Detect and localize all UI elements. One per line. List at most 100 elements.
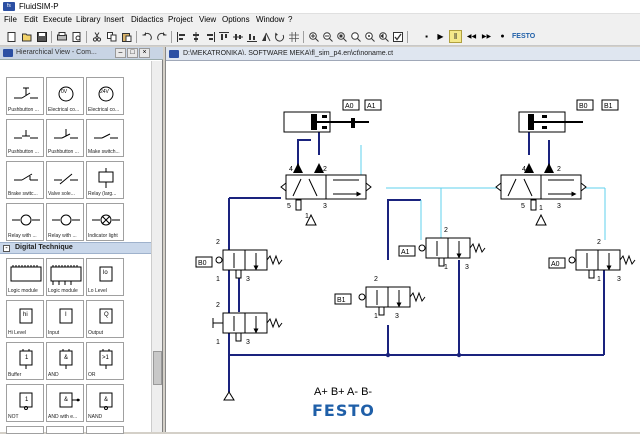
port-2-v1: 2 <box>216 239 220 246</box>
valve-3-2-a0[interactable] <box>568 249 636 279</box>
stop-icon[interactable]: ▪ <box>425 32 428 41</box>
rotate-icon[interactable] <box>273 30 286 43</box>
menu-window[interactable]: Window <box>256 15 285 24</box>
cylinder-a[interactable] <box>283 111 369 133</box>
zoom-100-icon[interactable] <box>363 30 376 43</box>
library-tile-partial[interactable] <box>46 426 84 434</box>
preview-icon[interactable] <box>70 30 83 43</box>
library-tile-relay-with[interactable]: Relay with ... <box>6 203 44 241</box>
zoom-in-icon[interactable] <box>307 30 320 43</box>
zoom-window-icon[interactable] <box>335 30 348 43</box>
library-tile-valve-solenoid[interactable]: Valve sole... <box>46 161 84 199</box>
align-middle-icon[interactable] <box>231 30 244 43</box>
library-tile-not[interactable]: 1 NOT <box>6 384 44 422</box>
library-tile-partial[interactable] <box>6 426 44 434</box>
library-tile-relay[interactable]: Relay (larg... <box>86 161 124 199</box>
menu-library[interactable]: Library <box>76 15 101 24</box>
valve-3-2-a1[interactable] <box>418 237 486 267</box>
valve-3-2-start[interactable] <box>212 312 283 342</box>
minimize-icon[interactable]: – <box>115 48 126 58</box>
menu-file[interactable]: File <box>4 15 17 24</box>
record-icon[interactable]: ● <box>500 33 505 40</box>
library-tile-input[interactable]: I Input <box>46 300 84 338</box>
library-tile-make-switch[interactable]: Make switch... <box>86 119 124 157</box>
port-1-v2: 1 <box>216 339 220 346</box>
circuit-canvas[interactable]: A0 A1 B0 B1 <box>166 61 640 432</box>
align-bottom-icon[interactable] <box>245 30 258 43</box>
align-left-icon[interactable] <box>175 30 188 43</box>
input-a1-box <box>398 245 416 257</box>
redo-icon[interactable] <box>155 30 168 43</box>
menu-project[interactable]: Project <box>168 15 193 24</box>
menu-options[interactable]: Options <box>222 15 250 24</box>
menu-help[interactable]: ? <box>288 15 293 24</box>
save-icon[interactable] <box>35 30 48 43</box>
print-icon[interactable] <box>55 30 68 43</box>
library-tile-nand[interactable]: & NAND <box>86 384 124 422</box>
library-tile-break-switch[interactable]: Brake switc... <box>6 161 44 199</box>
close-icon[interactable]: × <box>139 48 150 58</box>
library-tile-logic-module[interactable]: Logic module <box>6 258 44 296</box>
library-tile-output[interactable]: Q Output <box>86 300 124 338</box>
library-tile-logic-module[interactable]: Logic module <box>46 258 84 296</box>
maximize-icon[interactable]: □ <box>127 48 138 58</box>
grid-icon[interactable] <box>287 30 300 43</box>
switch-symbol-icon <box>94 133 118 139</box>
tile-label: Input <box>48 330 60 336</box>
cut-icon[interactable] <box>90 30 103 43</box>
menu-execute[interactable]: Execute <box>43 15 72 24</box>
library-tile-or[interactable]: >1 OR <box>86 342 124 380</box>
valve-5-2-a[interactable] <box>280 163 372 226</box>
menu-edit[interactable]: Edit <box>24 15 38 24</box>
gate-box-icon <box>59 392 80 408</box>
library-tile-pushbutton[interactable]: Pushbutton ... <box>6 119 44 157</box>
open-icon[interactable] <box>20 30 33 43</box>
library-tile-partial[interactable] <box>86 426 124 434</box>
sequence-text: A+ B+ A- B- <box>314 386 373 398</box>
play-icon[interactable]: ▶ <box>437 32 444 41</box>
library-tile-indicator-light[interactable]: Indicator light <box>86 203 124 241</box>
library-tile-pushbutton[interactable]: Pushbutton ... <box>46 119 84 157</box>
library-tile-lo-level[interactable]: lo Lo Level <box>86 258 124 296</box>
library-tile-and[interactable]: & AND <box>46 342 84 380</box>
pause-icon[interactable]: ‖ <box>449 30 462 43</box>
valve-3-2-b1[interactable] <box>358 286 426 316</box>
align-top-icon[interactable] <box>217 30 230 43</box>
group-digital-technique[interactable]: - Digital Technique <box>0 242 151 254</box>
zoom-fit-icon[interactable] <box>349 30 362 43</box>
library-tile-relay-with[interactable]: Relay with ... <box>46 203 84 241</box>
sensor-b0-box <box>576 99 594 111</box>
line-2-a <box>297 139 311 170</box>
zoom-out-icon[interactable] <box>321 30 334 43</box>
check-icon[interactable] <box>391 30 404 43</box>
paste-icon[interactable] <box>120 30 133 43</box>
valve-5-2-b[interactable] <box>495 163 587 226</box>
scrollbar-thumb[interactable] <box>153 351 162 385</box>
festo-icon[interactable]: FESTO <box>512 33 536 40</box>
menu-view[interactable]: View <box>199 15 217 24</box>
align-center-icon[interactable] <box>189 30 202 43</box>
library-tile-buffer[interactable]: 1 Buffer <box>6 342 44 380</box>
library-tile-pushbutton[interactable]: Pushbutton ... <box>6 77 44 115</box>
cylinder-b[interactable] <box>518 111 583 133</box>
step-back-icon[interactable]: ◀◀ <box>466 34 477 40</box>
align-right-icon[interactable] <box>203 30 216 43</box>
undo-icon[interactable] <box>140 30 153 43</box>
library-tile-hi-level[interactable]: hi Hi Level <box>6 300 44 338</box>
valve-3-2-b0[interactable] <box>215 249 283 279</box>
zoom-prev-icon[interactable] <box>377 30 390 43</box>
port-3-v4: 3 <box>465 264 469 271</box>
junction-dot <box>385 352 391 358</box>
library-tile-electrical-24v[interactable]: 24V Electrical co... <box>86 77 124 115</box>
level-box-icon <box>19 308 33 324</box>
library-tile-electrical-0v[interactable]: 0V Electrical co... <box>46 77 84 115</box>
menu-didactics[interactable]: Didactics <box>131 15 164 24</box>
collapse-icon[interactable]: - <box>3 245 10 252</box>
library-tile-and-with[interactable]: & AND with e... <box>46 384 84 422</box>
copy-icon[interactable] <box>105 30 118 43</box>
menu-insert[interactable]: Insert <box>104 15 125 24</box>
new-icon[interactable] <box>5 30 18 43</box>
step-forward-icon[interactable]: ▶▶ <box>481 34 492 40</box>
flip-icon[interactable] <box>259 30 272 43</box>
library-scrollbar[interactable] <box>151 61 162 432</box>
